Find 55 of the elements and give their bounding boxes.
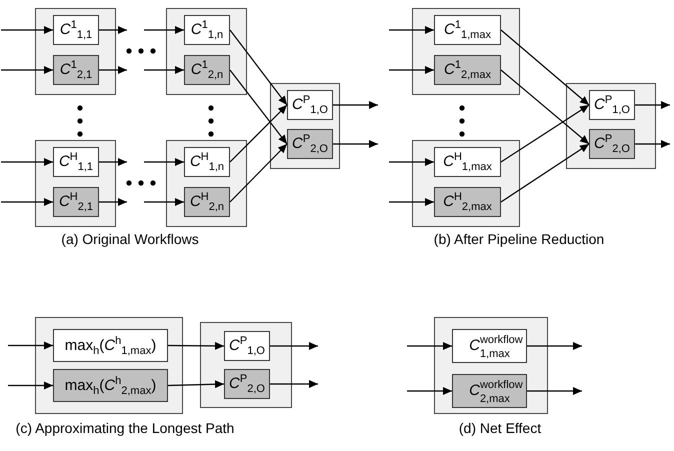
arrow [333, 140, 378, 148]
arrow [389, 198, 434, 206]
arrow [635, 101, 670, 109]
arrow [407, 387, 452, 395]
arrow [270, 342, 318, 350]
arrow [389, 66, 434, 74]
arrow [333, 101, 378, 109]
arrow [635, 140, 670, 148]
panel-caption: (c) Approximating the Longest Path [16, 420, 234, 436]
panel-caption: (d) Net Effect [458, 420, 542, 436]
arrow [144, 66, 184, 74]
group-box [566, 83, 656, 169]
group-box [270, 83, 340, 169]
group-box [200, 322, 292, 408]
arrow [407, 342, 452, 350]
arrow [168, 380, 224, 388]
arrow [168, 342, 224, 350]
arrow [1, 198, 53, 206]
arrow [527, 387, 582, 395]
arrow [1, 26, 53, 34]
task-box: max$_{h}$(C$^{h}$$_{1,max}$) [53, 329, 168, 362]
arrow [389, 158, 434, 166]
group-box [35, 317, 183, 414]
arrow [230, 104, 288, 162]
panel-caption: (a) Original Workflows [61, 231, 199, 247]
group-box [434, 317, 548, 414]
group-box [166, 8, 247, 95]
arrow [500, 104, 590, 162]
arrow [230, 30, 288, 106]
group-box [412, 8, 520, 95]
arrow [500, 144, 590, 202]
arrow [500, 70, 590, 144]
arrow [270, 380, 318, 388]
arrow [389, 26, 434, 34]
group-box [35, 8, 116, 95]
panel-caption: (b) After Pipeline Reduction [434, 231, 604, 247]
task-box: max$_{h}$(C$^{h}$$_{2,max}$) [53, 369, 168, 402]
arrow [500, 30, 590, 106]
arrow [8, 342, 53, 350]
arrow [230, 70, 288, 144]
arrow [527, 342, 582, 350]
arrow [144, 158, 184, 166]
group-box [35, 140, 116, 227]
group-box [412, 140, 520, 227]
arrow [144, 26, 184, 34]
arrow [99, 66, 127, 74]
arrow [1, 158, 53, 166]
arrow [144, 198, 184, 206]
arrow [99, 158, 127, 166]
arrow [8, 382, 53, 390]
group-box [166, 140, 247, 227]
arrow [99, 26, 127, 34]
arrow [99, 198, 127, 206]
arrow [1, 66, 53, 74]
arrow [230, 144, 288, 202]
